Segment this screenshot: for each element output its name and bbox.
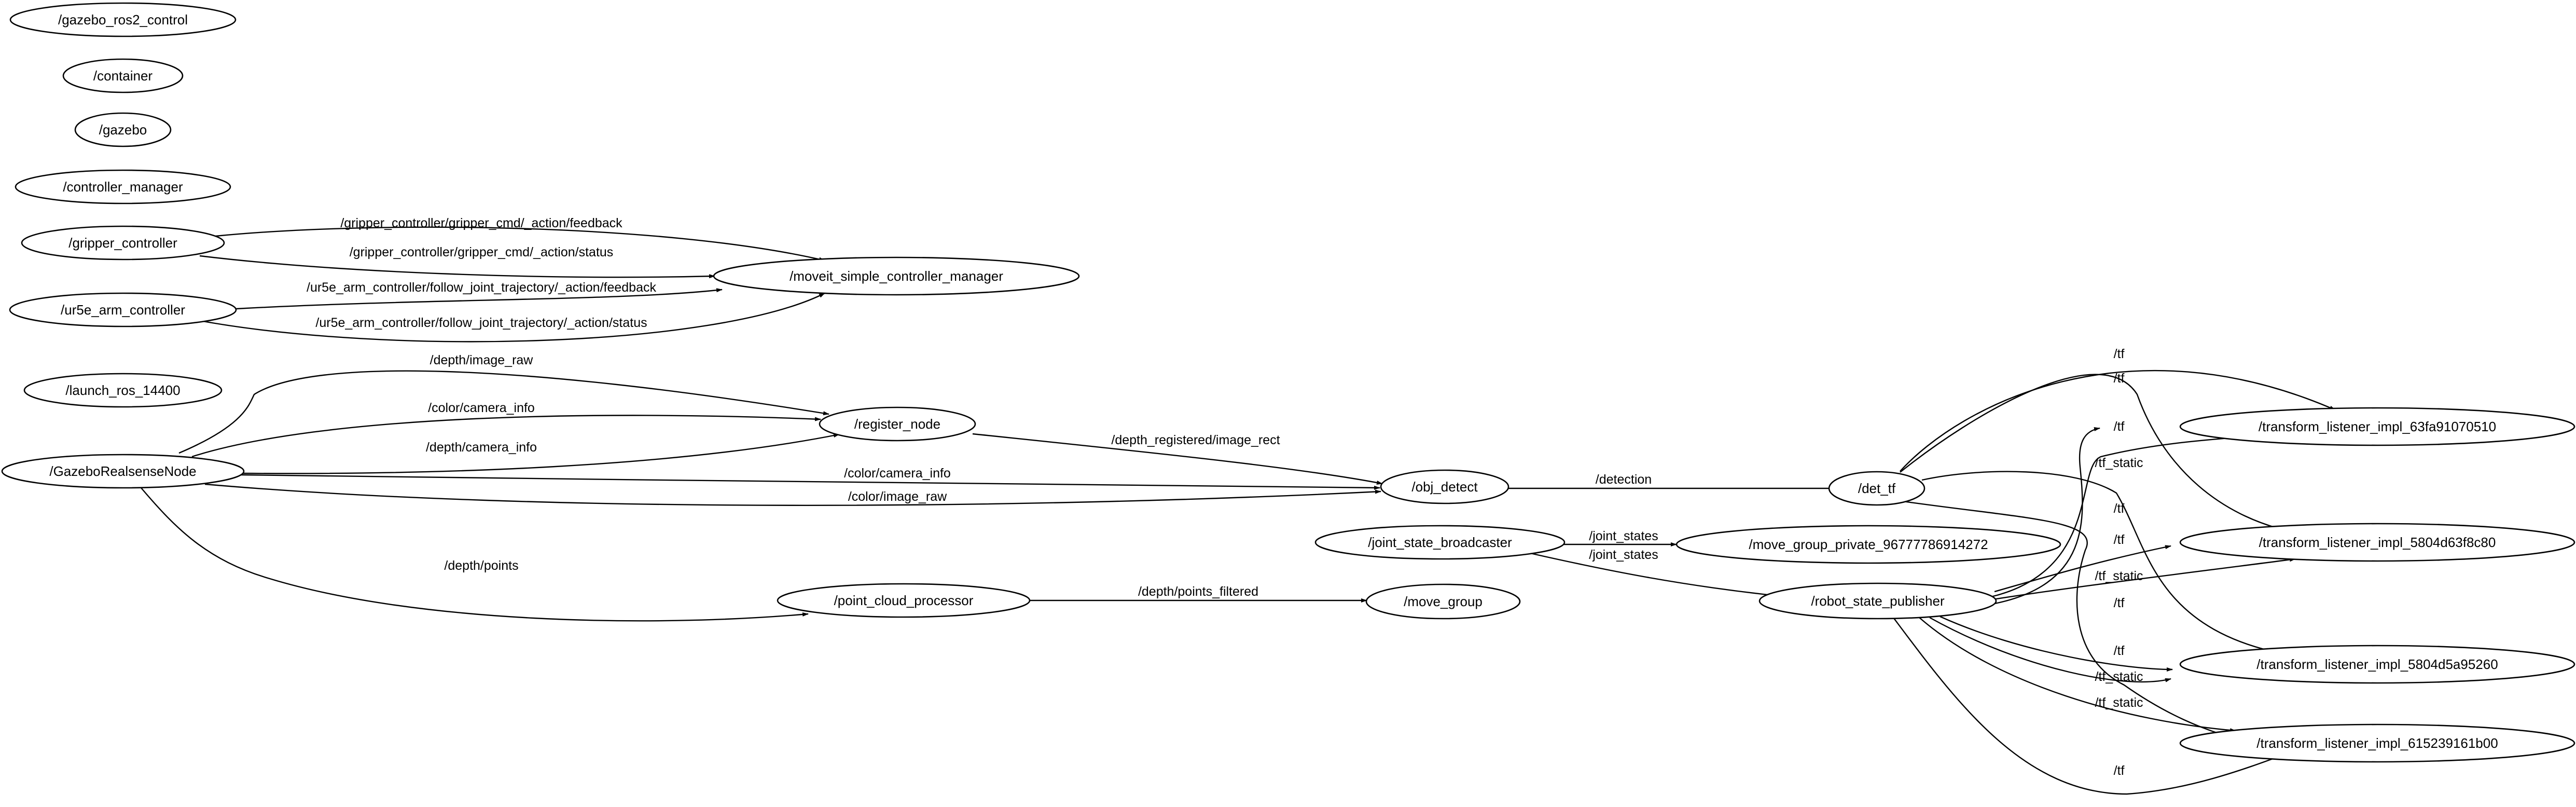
node-transform-listener-63fa[interactable]: /transform_listener_impl_63fa91070510: [2179, 407, 2575, 446]
edge-dettf-tf-1[interactable]: /tf: [1900, 347, 2336, 472]
edge-label-depth-camera-info: /depth/camera_info: [426, 440, 537, 455]
edge-dettf-tf-3[interactable]: /tf: [1921, 471, 2273, 652]
node-label: /det_tf: [1858, 481, 1896, 496]
node-det-tf[interactable]: /det_tf: [1828, 471, 1926, 506]
node-label: /ur5e_arm_controller: [61, 302, 185, 318]
node-joint-state-broadcaster[interactable]: /joint_state_broadcaster: [1314, 525, 1566, 560]
edge-label-gripper-status: /gripper_controller/gripper_cmd/_action/…: [350, 245, 614, 259]
edge-detection[interactable]: /detection: [1507, 472, 1838, 490]
node-launch-ros[interactable]: /launch_ros_14400: [23, 373, 223, 408]
edge-rsp-tf-static-3[interactable]: /tf_static: [1929, 617, 2171, 684]
edge-label-rsp-tf-4: /tf: [2114, 763, 2125, 778]
node-label: /obj_detect: [1411, 479, 1478, 495]
node-label: /gripper_controller: [68, 235, 177, 251]
node-label: /transform_listener_impl_5804d63f8c80: [2259, 535, 2496, 550]
edge-label-gripper-feedback: /gripper_controller/gripper_cmd/_action/…: [340, 216, 622, 230]
edge-arm-feedback[interactable]: /ur5e_arm_controller/follow_joint_trajec…: [236, 280, 723, 310]
edge-label-rsp-tf-static-3: /tf_static: [2095, 669, 2143, 684]
node-label: /register_node: [854, 416, 940, 432]
node-label: /GazeboRealsenseNode: [49, 463, 196, 479]
node-gazebo-ros2-control[interactable]: /gazebo_ros2_control: [9, 2, 237, 37]
edge-label-arm-feedback: /ur5e_arm_controller/follow_joint_trajec…: [307, 280, 656, 295]
node-ur5e-arm-controller[interactable]: /ur5e_arm_controller: [9, 292, 237, 327]
edge-depth-image-raw[interactable]: /depth/image_raw: [178, 353, 829, 454]
node-point-cloud-processor[interactable]: /point_cloud_processor: [777, 583, 1031, 618]
edge-label-depth-points-filtered: /depth/points_filtered: [1138, 584, 1258, 599]
edge-rsp-tf-static-2[interactable]: /tf_static: [1992, 557, 2296, 600]
edge-label-rsp-tf-static-4: /tf_static: [2095, 695, 2143, 710]
edges: /gripper_controller/gripper_cmd/_action/…: [141, 216, 2336, 795]
edge-rsp-tf-static-4[interactable]: /tf_static: [1919, 617, 2236, 733]
edge-label-rsp-tf-static-2: /tf_static: [2095, 569, 2143, 583]
edge-label-depth-image-raw: /depth/image_raw: [430, 353, 534, 367]
node-label: /transform_listener_impl_5804d5a95260: [2256, 656, 2498, 672]
edge-rsp-tf-4[interactable]: /tf: [1893, 617, 2317, 795]
edge-label-joint-states-private: /joint_states: [1589, 529, 1658, 543]
node-gripper-controller[interactable]: /gripper_controller: [21, 225, 225, 261]
node-label: /joint_state_broadcaster: [1368, 535, 1512, 550]
node-label: /move_group_private_96777786914272: [1749, 537, 1988, 552]
edge-label-rsp-tf-1: /tf: [2114, 419, 2125, 434]
edge-rsp-tf-1[interactable]: /tf: [1989, 419, 2125, 606]
node-transform-listener-6152[interactable]: /transform_listener_impl_615239161b00: [2179, 723, 2575, 763]
node-label: /robot_state_publisher: [1811, 593, 1945, 609]
edge-dettf-tf-2[interactable]: /tf: [1900, 371, 2301, 535]
edge-color-camera-info-reg[interactable]: /color/camera_info: [191, 401, 821, 458]
node-label: /launch_ros_14400: [65, 382, 180, 398]
edge-label-rsp-tf-static-1: /tf_static: [2095, 456, 2143, 470]
nodes: /gazebo_ros2_control /container /gazebo …: [1, 2, 2575, 763]
node-label: /point_cloud_processor: [834, 593, 974, 608]
node-gazebo-realsense-node[interactable]: /GazeboRealsenseNode: [1, 454, 245, 489]
node-label: /move_group: [1404, 594, 1483, 609]
edge-label-dettf-tf-2: /tf: [2114, 371, 2125, 386]
edge-label-joint-states-rsp: /joint_states: [1589, 548, 1658, 562]
edge-rsp-tf-static-1[interactable]: /tf_static: [1990, 434, 2254, 598]
edge-depth-points-filtered[interactable]: /depth/points_filtered: [1018, 584, 1367, 603]
node-label: /controller_manager: [63, 179, 183, 195]
node-transform-listener-5804d5a[interactable]: /transform_listener_impl_5804d5a95260: [2179, 645, 2575, 684]
edge-label-dettf-tf-3: /tf: [2114, 501, 2125, 516]
edge-rsp-tf-3[interactable]: /tf: [1940, 615, 2173, 672]
edge-label-detection: /detection: [1596, 472, 1652, 487]
edge-rsp-tf-2[interactable]: /tf: [1994, 532, 2171, 593]
node-container[interactable]: /container: [62, 58, 184, 93]
node-move-group-private[interactable]: /move_group_private_96777786914272: [1675, 525, 2061, 564]
node-obj-detect[interactable]: /obj_detect: [1380, 469, 1509, 504]
edge-depth-points[interactable]: /depth/points: [141, 487, 809, 622]
edge-label-dettf-tf-4: /tf: [2114, 596, 2125, 610]
edge-label-dettf-tf-1: /tf: [2114, 347, 2125, 361]
node-label: /moveit_simple_controller_manager: [790, 268, 1003, 284]
edge-label-color-camera-info-reg: /color/camera_info: [428, 401, 535, 415]
edge-color-image-raw[interactable]: /color/image_raw: [204, 483, 1381, 506]
node-register-node[interactable]: /register_node: [819, 406, 976, 442]
edge-label-color-camera-info-obj: /color/camera_info: [844, 466, 951, 481]
edge-label-depth-registered: /depth_registered/image_rect: [1111, 433, 1280, 447]
edge-gripper-feedback[interactable]: /gripper_controller/gripper_cmd/_action/…: [215, 216, 825, 262]
edge-depth-registered[interactable]: /depth_registered/image_rect: [972, 433, 1383, 485]
node-moveit-simple-controller-manager[interactable]: /moveit_simple_controller_manager: [713, 256, 1080, 296]
node-label: /gazebo: [99, 122, 147, 138]
node-label: /gazebo_ros2_control: [58, 12, 188, 28]
edge-label-color-image-raw: /color/image_raw: [848, 489, 947, 504]
node-label: /transform_listener_impl_63fa91070510: [2259, 419, 2496, 434]
edge-label-rsp-tf-3: /tf: [2114, 644, 2125, 658]
node-label: /transform_listener_impl_615239161b00: [2256, 735, 2498, 751]
node-move-group[interactable]: /move_group: [1365, 583, 1521, 620]
edge-label-arm-status: /ur5e_arm_controller/follow_joint_trajec…: [315, 316, 647, 330]
edge-joint-states-rsp[interactable]: /joint_states: [1530, 548, 1788, 598]
node-controller-manager[interactable]: /controller_manager: [15, 169, 231, 204]
node-label: /container: [93, 68, 153, 84]
edge-gripper-status[interactable]: /gripper_controller/gripper_cmd/_action/…: [199, 245, 715, 279]
node-transform-listener-5804d63[interactable]: /transform_listener_impl_5804d63f8c80: [2179, 523, 2575, 562]
edge-label-rsp-tf-2: /tf: [2114, 532, 2125, 547]
node-robot-state-publisher[interactable]: /robot_state_publisher: [1758, 582, 1997, 620]
edge-color-camera-info-obj[interactable]: /color/camera_info: [241, 466, 1380, 490]
edge-arm-status[interactable]: /ur5e_arm_controller/follow_joint_trajec…: [197, 292, 825, 343]
edge-label-depth-points: /depth/points: [444, 558, 518, 573]
edge-dettf-tf-4[interactable]: /tf: [1888, 498, 2227, 737]
edge-depth-camera-info[interactable]: /depth/camera_info: [241, 433, 840, 474]
node-gazebo[interactable]: /gazebo: [74, 112, 172, 147]
